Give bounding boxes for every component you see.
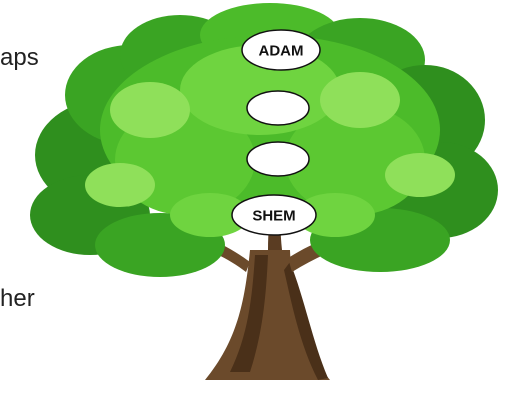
tree-node-adam: ADAM <box>241 29 321 71</box>
tree-nodes: ADAM SHEM <box>231 29 321 236</box>
text-fragment-top: aps <box>0 44 39 71</box>
tree-node-empty-2 <box>246 141 310 177</box>
tree-node-label: SHEM <box>252 208 295 225</box>
text-fragment-bottom: her <box>0 285 35 312</box>
tree-node-label: ADAM <box>259 43 304 60</box>
tree-foliage <box>30 3 498 277</box>
tree-node-shem: SHEM <box>231 194 317 236</box>
tree-node-empty-1 <box>246 90 310 126</box>
